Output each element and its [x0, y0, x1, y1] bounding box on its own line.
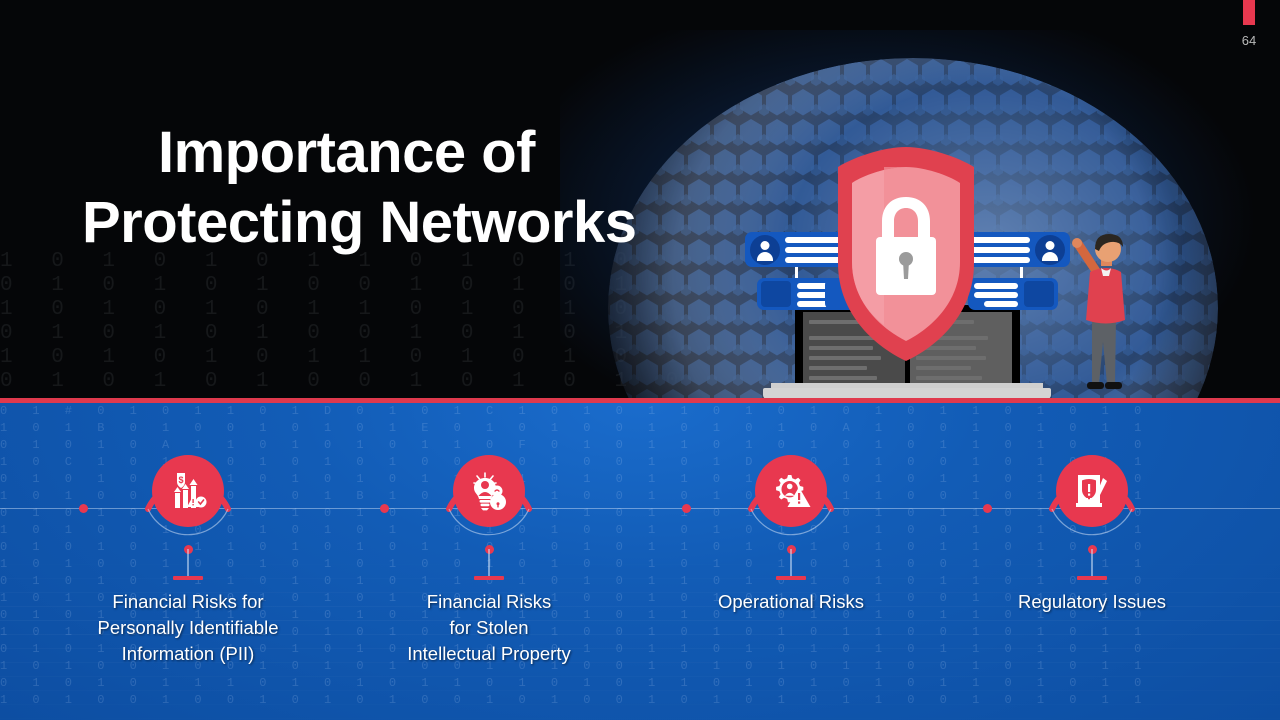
node-dash-3 [776, 576, 806, 580]
node-regulatory-issues[interactable]: Regulatory Issues [942, 403, 1242, 720]
nodes-blue-section: 0 1 # 0 1 0 1 1 0 1 D 0 1 0 1 C 1 0 1 0 … [0, 403, 1280, 720]
page-number: 64 [1241, 33, 1257, 48]
square-thumb-icon [1024, 281, 1054, 307]
node-icon-disc-4 [1056, 455, 1128, 527]
node-dot-left-4 [983, 504, 992, 513]
shield-svg [838, 147, 974, 361]
data-card-lower-right[interactable] [968, 278, 1058, 310]
page-title: Importance of Protecting Networks [82, 118, 642, 258]
node-dot-left-1 [79, 504, 88, 513]
node-dash-2 [474, 576, 504, 580]
lightbulb-person-padlock-icon [473, 472, 506, 511]
user-avatar-icon [1035, 235, 1065, 265]
shield-dollar-growth-warning-icon: $ [174, 473, 207, 508]
node-operational-risks[interactable]: Operational Risks [641, 403, 941, 720]
node-stem-3 [790, 549, 792, 577]
node-stem-2 [488, 549, 490, 577]
section-divider [0, 398, 1280, 403]
user-avatar-icon [750, 235, 780, 265]
square-thumb-icon [761, 281, 791, 307]
node-dash-4 [1077, 576, 1107, 580]
page-marker-tick [1243, 0, 1255, 25]
floor-grid [0, 550, 1280, 720]
node-dash-1 [173, 576, 203, 580]
gear-person-warning-icon [776, 475, 811, 507]
person-reaching-icon [1072, 232, 1142, 400]
title-line-1: Importance of [158, 120, 536, 185]
node-label-3: Operational Risks [717, 591, 864, 612]
title-line-2: Protecting Networks [82, 190, 637, 255]
shield-padlock-icon [832, 145, 980, 365]
person-svg [1072, 234, 1125, 389]
horizontal-connector-line [0, 508, 1280, 509]
node-stem-4 [1091, 549, 1093, 577]
node-dot-left-2 [380, 504, 389, 513]
node-icon-disc-1: $ [152, 455, 224, 527]
hero-dark-section: 1 0 1 0 1 0 1 1 0 1 0 1 0 1 1 0 1 0 1 0 … [0, 0, 1280, 400]
svg-text:$: $ [178, 475, 183, 485]
digital-texture-bottom: 0 1 # 0 1 0 1 1 0 1 D 0 1 0 1 C 1 0 1 0 … [0, 404, 1151, 707]
node-icon-disc-3 [755, 455, 827, 527]
document-alert-pen-icon [1076, 475, 1107, 507]
node-icon-disc-2 [453, 455, 525, 527]
node-label-4: Regulatory Issues [1017, 591, 1167, 612]
laptop-base [763, 383, 1051, 399]
node-dot-left-3 [682, 504, 691, 513]
node-stem-1 [187, 549, 189, 577]
